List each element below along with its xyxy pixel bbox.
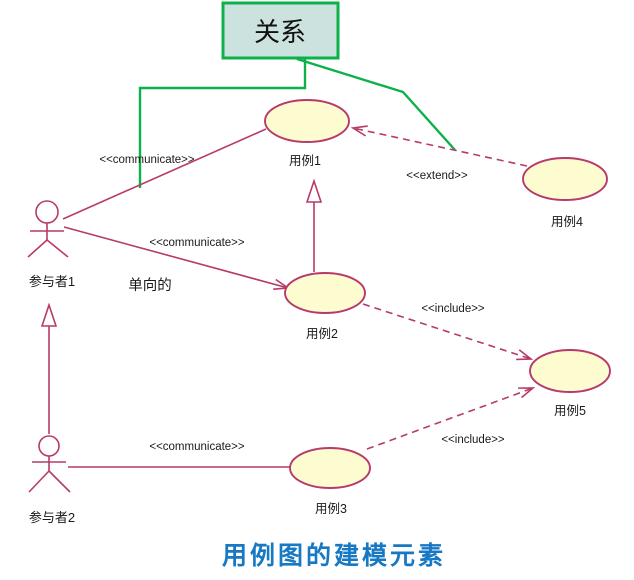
actor-2: 参与者2 (28, 435, 75, 525)
unidirectional-label: 单向的 (128, 277, 172, 294)
usecase-1-label: 用例1 (289, 154, 321, 168)
relationship-note-label: 关系 (254, 17, 306, 47)
include-usecase2-usecase5 (362, 303, 534, 361)
actor-head (38, 435, 60, 457)
usecase-4-ellipse (522, 157, 608, 201)
diagram-caption: 用例图的建模元素 (222, 541, 446, 570)
usecase-3-label: 用例3 (315, 502, 347, 516)
relationship-note-box (221, 1, 340, 60)
actor-right-leg (48, 470, 71, 493)
communicate-label-2: <<communicate>> (149, 237, 245, 249)
note-connector-left (138, 58, 307, 188)
usecase-3-ellipse (289, 447, 371, 489)
actor-left-leg (28, 470, 50, 493)
usecase-2-label: 用例2 (306, 327, 338, 341)
actor-right-leg (46, 239, 69, 258)
usecase-1-ellipse (264, 99, 350, 143)
usecase-5-ellipse (529, 349, 611, 393)
usecase-2-ellipse (284, 272, 366, 314)
actor-1-label: 参与者1 (29, 274, 75, 289)
actor-2-label: 参与者2 (29, 510, 75, 525)
assoc-actor1-usecase2-directed (63, 226, 291, 290)
communicate-label-1: <<communicate>> (99, 154, 195, 166)
note-connector-right (296, 57, 456, 151)
actor-1: 参与者1 (27, 200, 75, 289)
extend-usecase4-usecase1 (350, 125, 528, 167)
extend-label: <<extend>> (406, 170, 468, 182)
include-usecase3-usecase5 (366, 387, 536, 450)
communicate-label-3: <<communicate>> (149, 441, 245, 453)
actor-head (35, 200, 59, 224)
include-label-2: <<include>> (441, 434, 505, 446)
assoc-actor1-usecase1 (62, 128, 267, 220)
usecase-4-label: 用例4 (551, 215, 583, 229)
include-label-1: <<include>> (421, 303, 485, 315)
actor-left-leg (27, 239, 48, 258)
usecase-5-label: 用例5 (554, 404, 586, 418)
